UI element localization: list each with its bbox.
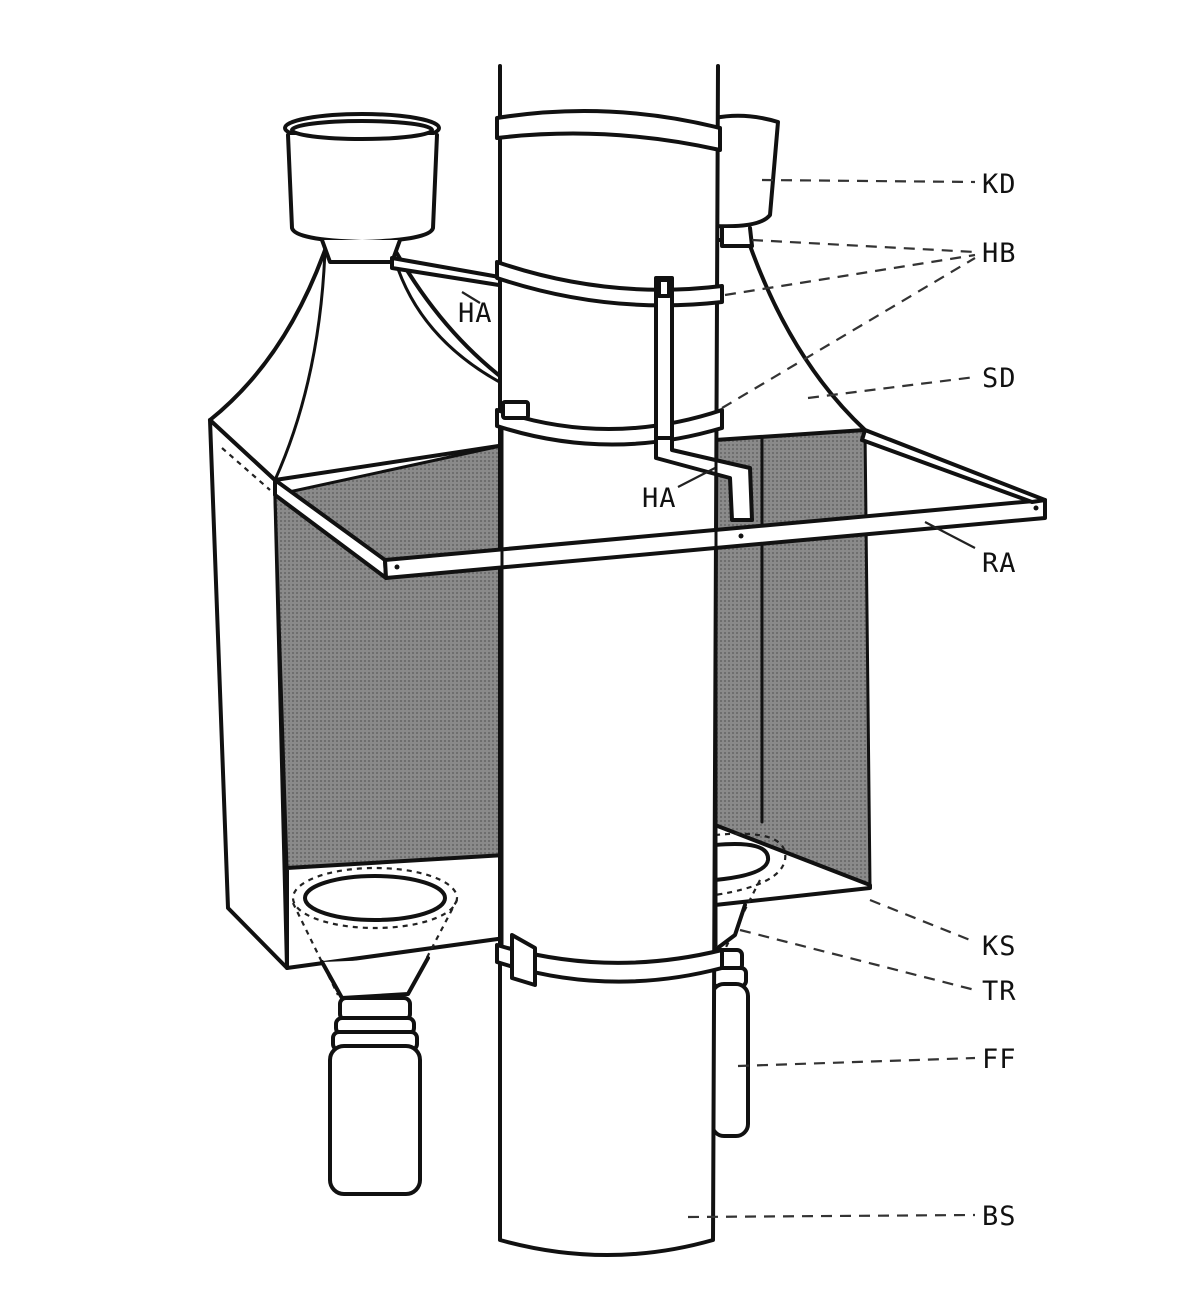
label-ff: FF xyxy=(982,1044,1017,1075)
left-canopy xyxy=(208,248,507,482)
leader-lines xyxy=(461,178,976,1219)
left-bottle xyxy=(328,996,422,1196)
right-collector-cup xyxy=(713,113,780,248)
label-tr: TR xyxy=(982,976,1017,1007)
tree-trunk xyxy=(498,64,720,1257)
label-ra: RA xyxy=(982,548,1017,579)
right-funnel xyxy=(713,832,787,956)
labels: KD HB HA SD HA RA KS TR FF BS xyxy=(458,169,1017,1232)
label-hb: HB xyxy=(982,238,1017,269)
label-ha-left: HA xyxy=(458,298,493,329)
label-ha-right: HA xyxy=(642,483,677,514)
label-sd: SD xyxy=(982,363,1017,394)
right-canopy xyxy=(713,238,867,442)
vertical-hanger-bar xyxy=(654,276,754,522)
right-bottle xyxy=(710,948,750,1138)
label-bs: BS xyxy=(982,1201,1017,1232)
trunk-band-top xyxy=(495,108,722,152)
trunk-front-edges xyxy=(500,428,718,947)
left-collector-cup xyxy=(283,112,441,264)
label-ks: KS xyxy=(982,931,1017,962)
trunk-band-lower xyxy=(495,933,724,987)
label-kd: KD xyxy=(982,169,1017,200)
